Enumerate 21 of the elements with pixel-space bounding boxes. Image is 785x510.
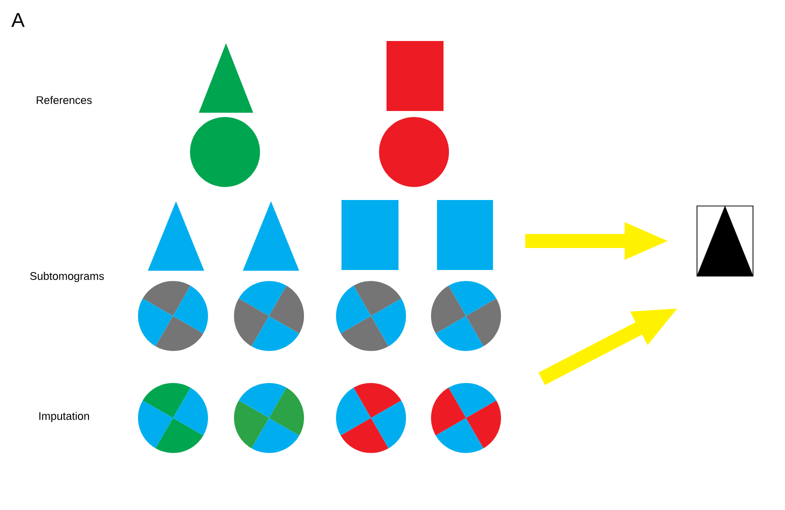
pie-chart-icon [234, 382, 304, 453]
square-shape [342, 200, 398, 270]
pie-chart-icon [431, 281, 501, 351]
pie-chart-icon [431, 382, 501, 453]
pie-chart-icon [234, 281, 304, 351]
triangle-shape [148, 201, 204, 271]
row-label: Subtomograms [30, 272, 104, 282]
circle-shape [379, 117, 449, 187]
triangle-shape [198, 43, 254, 113]
triangle-shape [242, 201, 300, 271]
square-shape [437, 200, 493, 270]
triangle-box [696, 206, 754, 276]
pie-chart-icon [138, 382, 208, 453]
pie-chart-icon [138, 281, 208, 351]
pie-chart-icon [336, 382, 406, 453]
row-label: Imputation [39, 412, 89, 422]
circle-shape [190, 117, 260, 187]
square-shape [386, 41, 444, 111]
panel-letter: A [11, 13, 25, 27]
row-label: References [36, 96, 92, 104]
pie-chart-icon [336, 281, 406, 351]
